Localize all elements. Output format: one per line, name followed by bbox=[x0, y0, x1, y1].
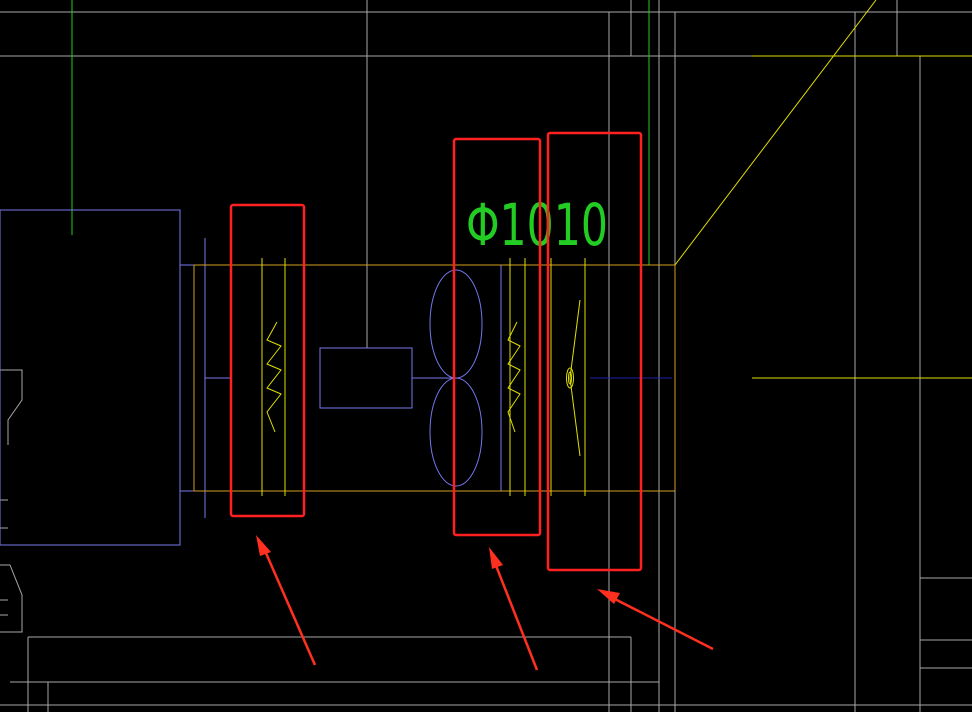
arrow-2 bbox=[489, 547, 539, 671]
fan-lobe-bottom bbox=[429, 377, 483, 487]
green-lines bbox=[71, 0, 650, 265]
arrow-3 bbox=[597, 589, 714, 651]
arrows bbox=[256, 535, 714, 671]
valve-hub bbox=[566, 367, 574, 389]
highlight-boxes bbox=[229, 131, 643, 572]
component-lines bbox=[261, 0, 972, 496]
orange-lines bbox=[193, 264, 676, 492]
damper-zigzag-1 bbox=[266, 321, 282, 433]
valve-hub-inner bbox=[568, 371, 572, 385]
arrow-1 bbox=[256, 535, 317, 666]
damper-zigzag-2 bbox=[507, 321, 521, 433]
highlight-box-1 bbox=[229, 203, 306, 518]
highlight-box-3 bbox=[546, 131, 643, 572]
dimension-label: Φ1010 bbox=[466, 191, 608, 259]
valve-blade bbox=[569, 299, 581, 457]
highlight-box-2 bbox=[452, 137, 542, 537]
